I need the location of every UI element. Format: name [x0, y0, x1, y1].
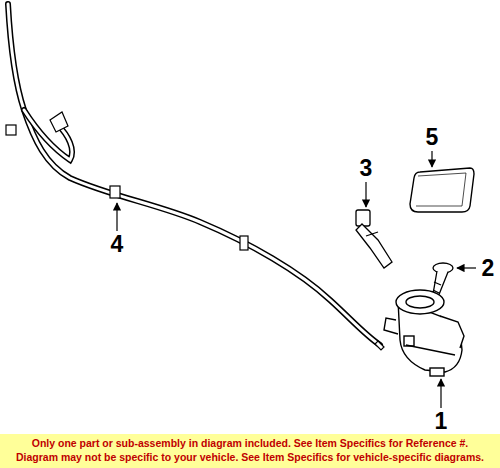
callout-number: 4 — [111, 233, 124, 256]
washer-hose — [6, 4, 384, 350]
callout-number: 1 — [435, 410, 448, 433]
cover-edge — [416, 173, 466, 206]
nozzle-part — [356, 210, 392, 268]
cover-part — [410, 168, 474, 212]
callout-number: 5 — [426, 126, 439, 149]
leader-arrows — [117, 151, 476, 408]
callout-number: 3 — [360, 157, 373, 180]
disclaimer-note: Diagram may not be specific to your vehi… — [4, 451, 496, 465]
pump-part — [384, 290, 464, 376]
callout-number: 2 — [482, 257, 495, 280]
disclaimer-note: Only one part or sub-assembly in diagram… — [4, 437, 496, 451]
